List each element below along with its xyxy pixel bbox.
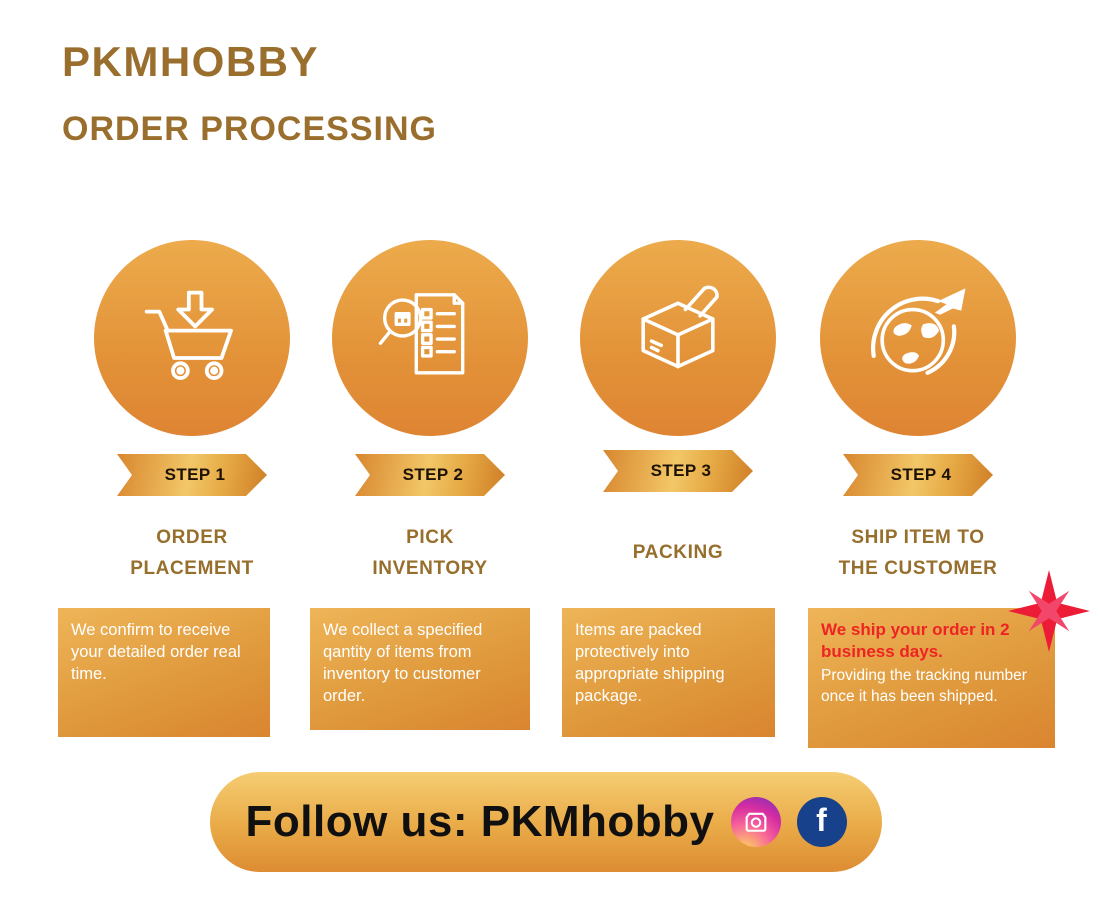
order-placement-circle bbox=[94, 240, 290, 436]
step-badge-2: STEP 2 bbox=[355, 454, 505, 496]
packing-box-icon bbox=[641, 285, 719, 369]
step-description-3: Items are packed protectively into appro… bbox=[562, 608, 775, 737]
shipping-highlight-text: We ship your order in 2 business days. bbox=[821, 620, 1010, 662]
ship-item-circle bbox=[820, 240, 1016, 436]
step-badge-label: STEP 2 bbox=[402, 465, 464, 484]
inventory-checklist-icon bbox=[378, 293, 465, 375]
step-description-4: We ship your order in 2 business days. P… bbox=[808, 608, 1055, 748]
page-title: ORDER PROCESSING bbox=[62, 110, 437, 148]
cart-download-icon bbox=[144, 290, 233, 380]
step-description-2: We collect a specified qantity of items … bbox=[310, 608, 530, 730]
step-badge-4: STEP 4 bbox=[843, 454, 993, 496]
step-badge-label: STEP 4 bbox=[890, 465, 952, 484]
follow-us-label: Follow us: PKMhobby bbox=[245, 797, 715, 846]
step-badge-label: STEP 1 bbox=[164, 465, 226, 484]
packing-circle bbox=[580, 240, 776, 436]
step-badge-1: STEP 1 bbox=[117, 454, 267, 496]
brand-title: PKMHOBBY bbox=[62, 38, 320, 85]
follow-us-banner: Follow us: PKMhobby f bbox=[210, 772, 882, 872]
step-badge-label: STEP 3 bbox=[650, 461, 712, 480]
step-badge-3: STEP 3 bbox=[603, 450, 753, 492]
globe-airplane-icon bbox=[871, 288, 966, 375]
sparkle-star-icon bbox=[1008, 570, 1090, 652]
shipping-detail-text: Providing the tracking number once it ha… bbox=[821, 667, 1027, 705]
step-heading-1: ORDER PLACEMENT bbox=[130, 526, 254, 579]
facebook-letter: f bbox=[816, 802, 827, 838]
step-heading-3: PACKING bbox=[632, 542, 724, 564]
facebook-icon[interactable]: f bbox=[796, 797, 847, 847]
step-description-1: We confirm to receive your detailed orde… bbox=[58, 608, 270, 737]
pick-inventory-circle bbox=[332, 240, 528, 436]
step-heading-2: PICK INVENTORY bbox=[372, 526, 488, 579]
step-heading-4: SHIP ITEM TO THE CUSTOMER bbox=[838, 526, 998, 579]
instagram-icon[interactable] bbox=[730, 797, 781, 847]
